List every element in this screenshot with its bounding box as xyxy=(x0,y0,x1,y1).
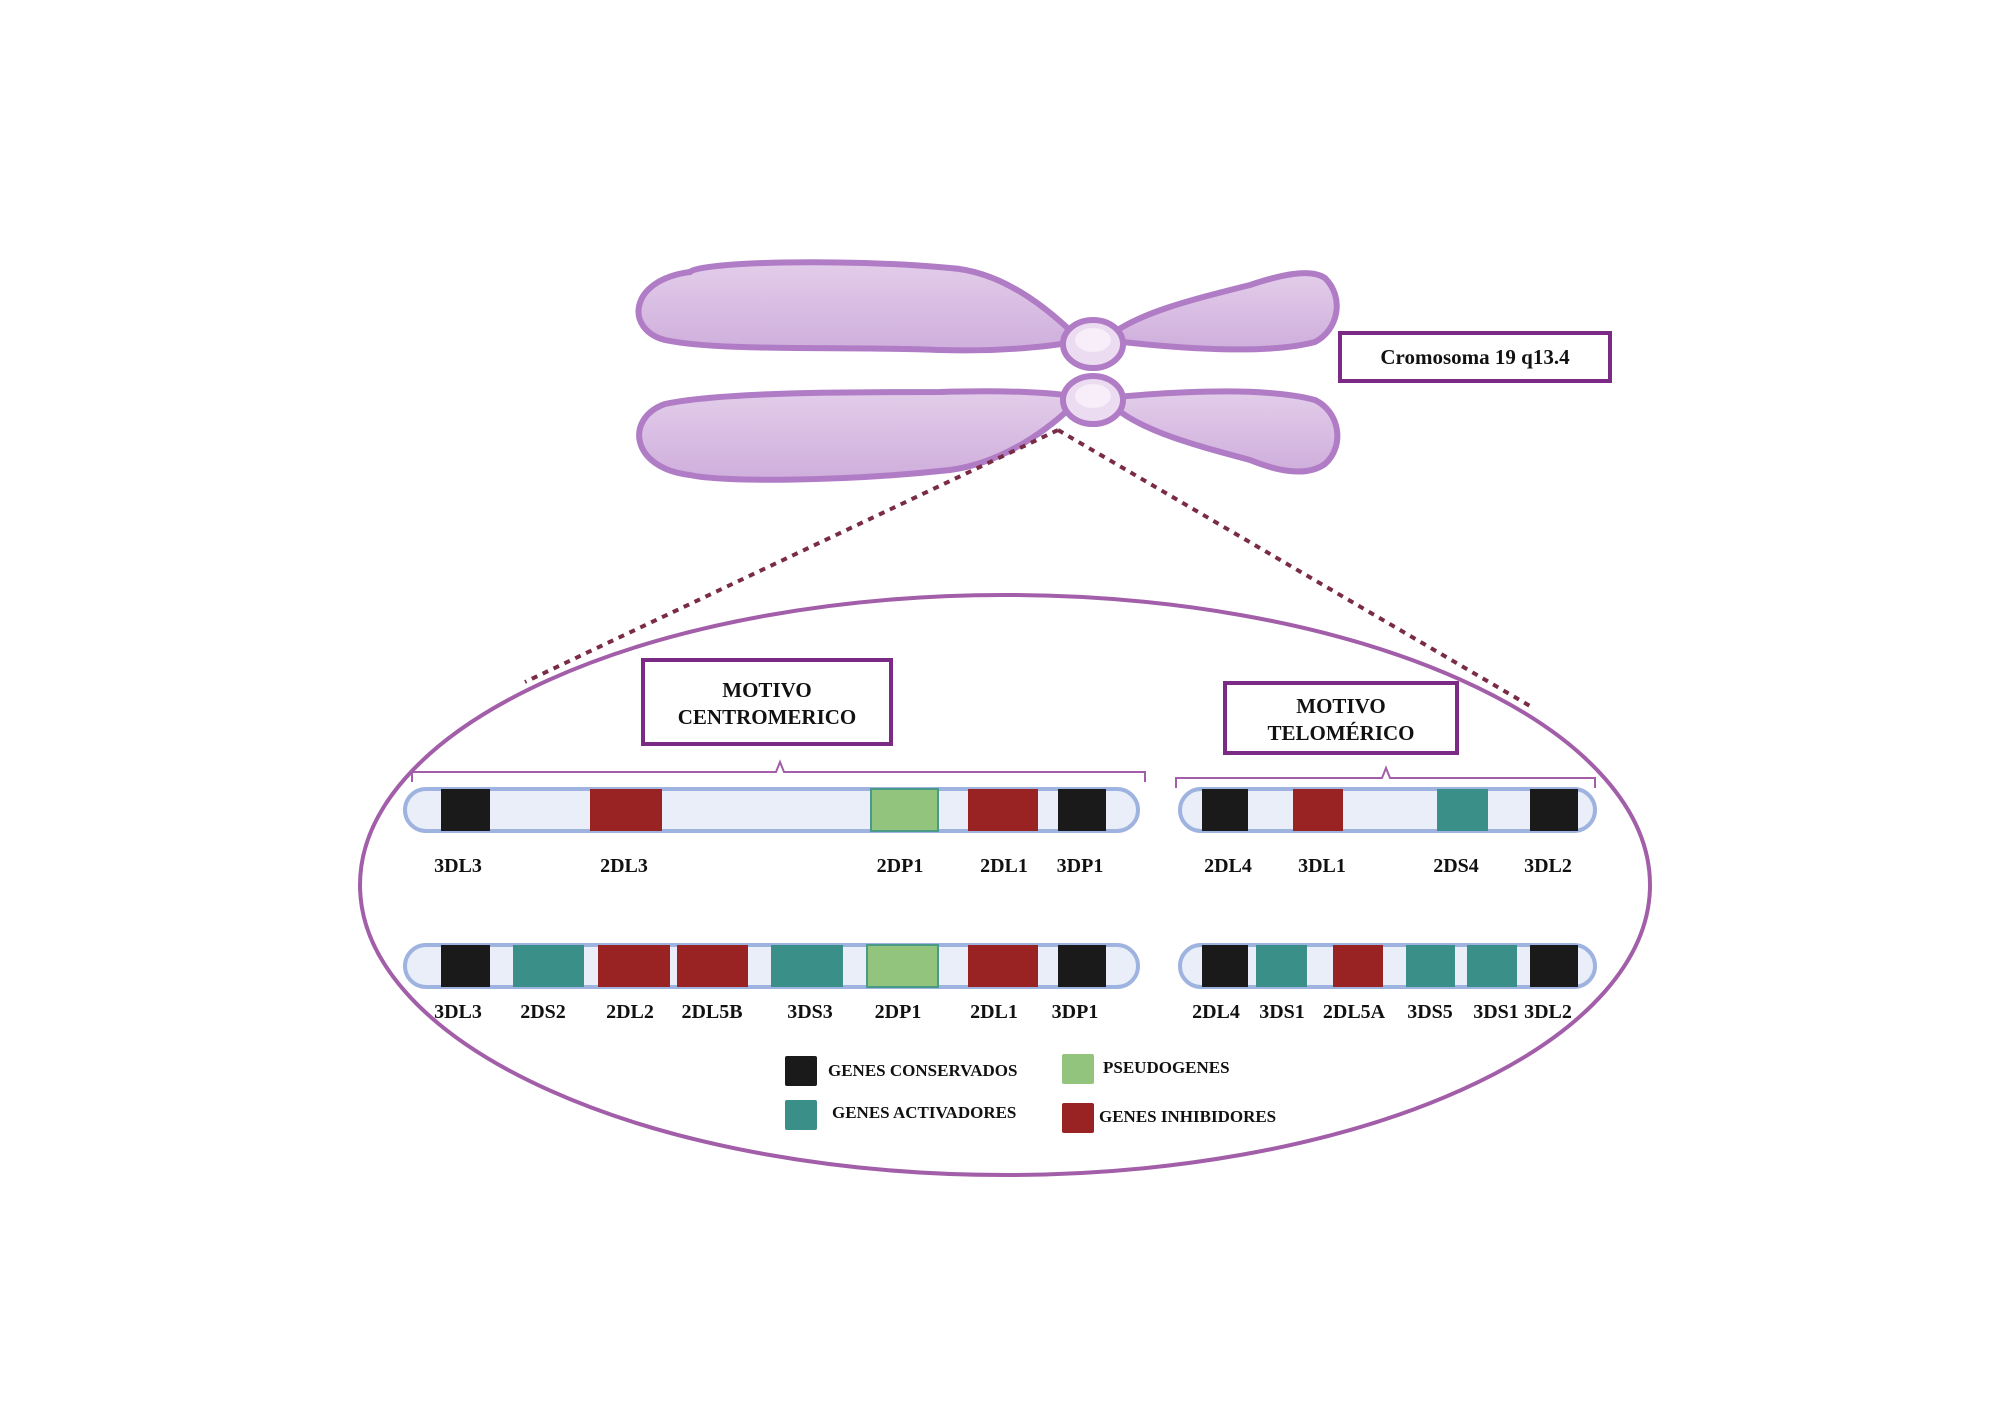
gene-box-3dl2 xyxy=(1530,789,1578,831)
chromosome-label: Cromosoma 19 q13.4 xyxy=(1380,345,1570,369)
zoom-ellipse xyxy=(358,593,1652,1177)
centromeric-bracket xyxy=(411,759,1146,782)
gene-box-3dl2 xyxy=(1530,945,1578,987)
gene-label-3ds5: 3DS5 xyxy=(1407,1001,1453,1023)
gene-label-3dp1: 3DP1 xyxy=(1057,855,1104,877)
gene-box-2dl5a xyxy=(1333,945,1383,987)
telomeric-motif-box: MOTIVO TELOMÉRICO xyxy=(1223,681,1459,755)
gene-label-2dl2: 2DL2 xyxy=(606,1001,654,1023)
gene-label-3ds1: 3DS1 xyxy=(1259,1001,1305,1023)
gene-label-3ds3: 3DS3 xyxy=(787,1001,833,1023)
gene-box-2dp1 xyxy=(866,944,939,988)
centromeric-strand-row1: 3DL3 2DL3 2DP1 2DL1 3DP1 xyxy=(403,787,1140,877)
gene-label-3dl3: 3DL3 xyxy=(434,855,482,877)
zoom-line-left xyxy=(524,428,1059,684)
gene-label-3dl2: 3DL2 xyxy=(1524,1001,1572,1023)
gene-label-2dl5a: 2DL5A xyxy=(1323,1001,1386,1023)
gene-label-3dl3: 3DL3 xyxy=(434,1001,482,1023)
telomeric-motif-line1: MOTIVO xyxy=(1296,694,1385,718)
gene-label-2dl1: 2DL1 xyxy=(980,855,1028,877)
gene-box-2ds4 xyxy=(1437,789,1488,831)
gene-label-2dp1: 2DP1 xyxy=(875,1001,922,1023)
chromosome-illustration xyxy=(635,259,1341,483)
gene-box-3dl1 xyxy=(1293,789,1343,831)
gene-label-2dp1: 2DP1 xyxy=(877,855,924,877)
gene-box-3ds1 xyxy=(1256,945,1307,987)
chromosome-arm-lower-left xyxy=(636,388,1086,483)
gene-box-3ds1 xyxy=(1467,945,1517,987)
gene-box-3dl3 xyxy=(441,945,490,987)
gene-box-3dl3 xyxy=(441,789,490,831)
gene-box-2dp1 xyxy=(870,788,939,832)
centromeric-motif-box: MOTIVO CENTROMERICO xyxy=(641,658,893,746)
gene-box-3dp1 xyxy=(1058,789,1106,831)
gene-label-2dl5b: 2DL5B xyxy=(681,1001,742,1023)
gene-label-2dl1: 2DL1 xyxy=(970,1001,1018,1023)
chromosome-arm-upper-left xyxy=(635,259,1086,354)
gene-box-3ds5 xyxy=(1406,945,1455,987)
legend-swatch-conserved xyxy=(785,1056,817,1086)
telomeric-strand-row1: 2DL4 3DL1 2DS4 3DL2 xyxy=(1178,787,1597,877)
gene-label-3dl2: 3DL2 xyxy=(1524,855,1572,877)
legend-label-pseudogene: PSEUDOGENES xyxy=(1103,1058,1230,1077)
centromeric-motif-line2: CENTROMERICO xyxy=(678,705,857,729)
legend-label-inhibitory: GENES INHIBIDORES xyxy=(1099,1107,1276,1126)
gene-box-2dl4 xyxy=(1202,945,1248,987)
gene-label-2dl3: 2DL3 xyxy=(600,855,648,877)
gene-box-3ds3 xyxy=(771,945,843,987)
gene-box-2dl5b xyxy=(677,945,748,987)
centromeric-strand-row2: 3DL3 2DS2 2DL2 2DL5B 3DS3 2DP1 2DL1 3DP1 xyxy=(403,943,1140,1023)
gene-label-2dl4: 2DL4 xyxy=(1192,1001,1240,1023)
legend-label-conserved: GENES CONSERVADOS xyxy=(828,1061,1017,1080)
legend-swatch-activating xyxy=(785,1100,817,1130)
gene-label-2ds2: 2DS2 xyxy=(520,1001,566,1023)
gene-label-3dp1: 3DP1 xyxy=(1052,1001,1099,1023)
gene-box-2ds2 xyxy=(513,945,584,987)
gene-box-2dl1 xyxy=(968,789,1038,831)
gene-label-2ds4: 2DS4 xyxy=(1433,855,1479,877)
legend: GENES CONSERVADOS PSEUDOGENES GENES ACTIVA… xyxy=(785,1054,1276,1133)
legend-swatch-inhibitory xyxy=(1062,1103,1094,1133)
gene-label-3dl1: 3DL1 xyxy=(1298,855,1346,877)
gene-box-2dl4 xyxy=(1202,789,1248,831)
gene-label-2dl4: 2DL4 xyxy=(1204,855,1252,877)
gene-box-2dl1 xyxy=(968,945,1038,987)
telomeric-motif-line2: TELOMÉRICO xyxy=(1267,721,1414,745)
chromosome-arm-lower-right xyxy=(1099,388,1341,475)
chromosome-arm-upper-right xyxy=(1098,270,1340,353)
telomeric-bracket xyxy=(1175,765,1596,788)
legend-label-activating: GENES ACTIVADORES xyxy=(832,1103,1016,1122)
chromosome-label-box: Cromosoma 19 q13.4 xyxy=(1338,331,1612,383)
gene-box-2dl2 xyxy=(598,945,670,987)
gene-box-2dl3 xyxy=(590,789,662,831)
gene-box-3dp1 xyxy=(1058,945,1106,987)
centromeric-motif-line1: MOTIVO xyxy=(722,678,811,702)
gene-label-3ds1: 3DS1 xyxy=(1473,1001,1519,1023)
legend-swatch-pseudogene xyxy=(1062,1054,1094,1084)
